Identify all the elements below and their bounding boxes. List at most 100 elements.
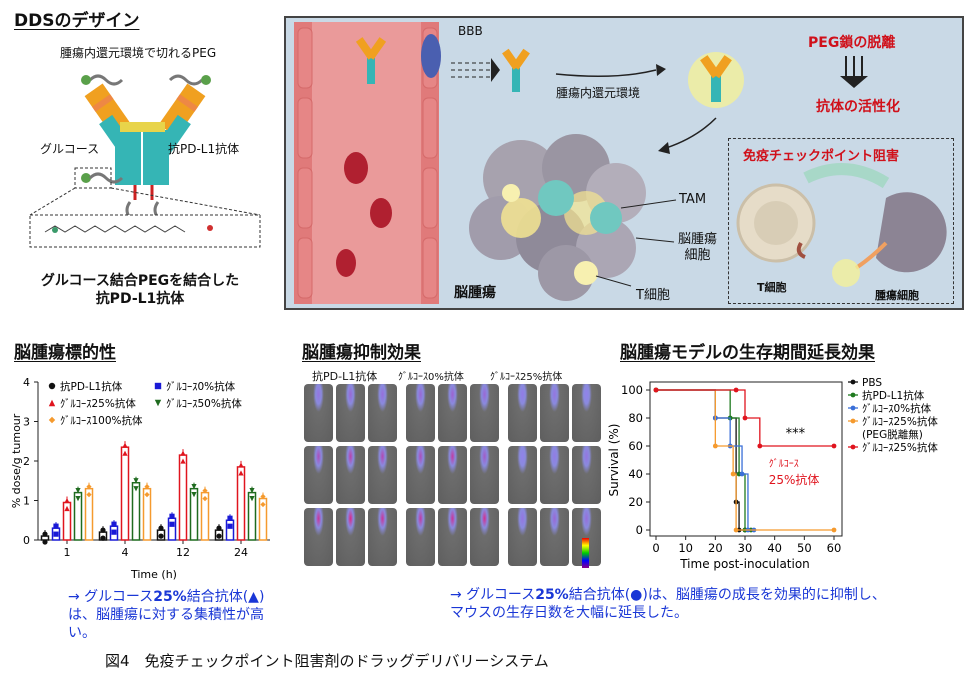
y-tick-label: 1 — [23, 495, 30, 508]
suppression-group-3: ｸﾞﾙｺｰｽ25%抗体 — [490, 372, 563, 383]
mouse-image — [368, 508, 397, 566]
mouse-image — [470, 446, 499, 504]
data-point — [216, 533, 222, 539]
y-tick-label: 20 — [628, 495, 643, 509]
data-point — [216, 525, 222, 531]
inline-series-label: 25%抗体 — [769, 472, 820, 487]
legend-label: PBS — [862, 377, 882, 389]
survival-point — [742, 415, 748, 421]
legend-label: ｸﾞﾙｺｰｽ25%抗体 — [862, 415, 938, 428]
data-point — [64, 497, 70, 504]
activation-label: 抗体の活性化 — [816, 99, 900, 115]
mouse-image — [540, 384, 569, 442]
survival-section-title: 脳腫瘍モデルの生存期間延長効果 — [620, 343, 875, 363]
survival-note-rest: 結合抗体(●)は、脳腫瘍の成長を効果的に抑制し、 — [568, 587, 886, 603]
survival-note-line2: マウスの生存日数を大幅に延長した。 — [450, 605, 688, 621]
mouse-image — [336, 446, 365, 504]
mouse-image — [406, 446, 435, 504]
data-point — [75, 488, 81, 494]
x-tick-label: 4 — [122, 546, 129, 559]
brain-tumor-label: 脳腫瘍 — [454, 285, 496, 301]
survival-point — [757, 443, 763, 449]
legend-marker — [48, 399, 56, 407]
mouse-image — [438, 384, 467, 442]
legend-label: ｸﾞﾙｺｰｽ50%抗体 — [166, 397, 242, 410]
y-tick-label: 60 — [628, 439, 643, 453]
checkpoint-title: 免疫チェックポイント阻害 — [743, 149, 900, 164]
x-tick-label: 24 — [234, 546, 248, 559]
targeting-note: → グルコース25%結合抗体(▲) は、脳腫瘍に対する集積性が高 い。 — [68, 588, 288, 642]
suppression-group-2: ｸﾞﾙｺｰｽ0%抗体 — [398, 372, 464, 383]
bar — [178, 454, 188, 541]
mouse-image — [470, 384, 499, 442]
targeting-note-prefix: → グルコース — [68, 589, 154, 605]
mouse-image — [572, 446, 601, 504]
y-tick-label: 0 — [636, 523, 643, 537]
y-tick-label: 40 — [628, 467, 643, 481]
inline-series-label: ｸﾞﾙｺｰｽ — [769, 458, 799, 470]
mouse-image — [368, 446, 397, 504]
data-point — [158, 533, 164, 539]
mouse-image — [336, 384, 365, 442]
data-point — [238, 462, 244, 468]
data-point — [169, 521, 175, 527]
x-axis-label: Time (h) — [130, 568, 177, 581]
survival-point — [733, 387, 739, 393]
plot-frame — [649, 381, 843, 537]
x-tick-label: 40 — [767, 541, 782, 555]
mouse-imaging-grid — [304, 384, 601, 572]
data-point — [158, 525, 164, 531]
data-point — [227, 515, 233, 521]
survival-note: → グルコース25%結合抗体(●)は、脳腫瘍の成長を効果的に抑制し、 マウスの生… — [450, 586, 970, 622]
data-point — [249, 488, 255, 494]
survival-point — [831, 443, 837, 449]
figure-caption: 図4 免疫チェックポイント阻害剤のドラッグデリバリーシステム — [105, 652, 549, 670]
mouse-image — [540, 508, 569, 566]
legend-marker — [850, 405, 856, 411]
legend-marker — [48, 382, 56, 390]
color-scale-bar — [582, 538, 589, 568]
data-point — [53, 531, 59, 537]
data-point — [111, 529, 117, 535]
mouse-image — [470, 508, 499, 566]
legend-marker — [154, 399, 162, 407]
survival-point — [739, 471, 745, 477]
legend-label: ｸﾞﾙｺｰｽ25%抗体 — [862, 441, 938, 454]
data-point — [180, 450, 186, 456]
x-tick-label: 12 — [176, 546, 190, 559]
legend-marker — [48, 416, 56, 424]
mouse-image — [304, 446, 333, 504]
data-point — [42, 539, 48, 545]
data-point — [133, 478, 139, 484]
mechanism-illustration — [294, 22, 947, 304]
data-point — [75, 496, 81, 502]
survival-point — [712, 443, 718, 449]
x-tick-label: 20 — [708, 541, 723, 555]
mouse-image — [406, 508, 435, 566]
legend-marker — [850, 444, 856, 450]
legend-marker — [154, 382, 162, 390]
data-point — [100, 535, 106, 541]
mouse-image — [540, 446, 569, 504]
data-point — [238, 470, 244, 476]
y-tick-label: 4 — [23, 376, 30, 389]
antibody-label: 抗PD-L1抗体 — [168, 142, 240, 156]
y-tick-label: 80 — [628, 411, 643, 425]
dds-caption-line1: グルコース結合PEGを結合した — [40, 273, 240, 289]
targeting-section-title: 脳腫瘍標的性 — [14, 343, 116, 363]
survival-note-bold: 25% — [535, 587, 569, 603]
x-tick-label: 50 — [797, 541, 812, 555]
x-tick-label: 10 — [678, 541, 693, 555]
data-point — [133, 486, 139, 492]
legend-label: ｸﾞﾙｺｰｽ0%抗体 — [166, 380, 236, 393]
legend-marker — [850, 379, 856, 385]
x-tick-label: 0 — [652, 541, 659, 555]
checkpoint-tcell-label: T細胞 — [757, 281, 787, 294]
mechanism-diagram: BBB 腫瘍内還元環境 PEG鎖の脱離 抗体の活性化 TAM 脳腫瘍 細胞 T細… — [284, 16, 964, 310]
legend-marker — [850, 418, 856, 424]
survival-point — [831, 527, 837, 533]
survival-note-prefix: → グルコース — [450, 587, 536, 603]
data-point — [227, 523, 233, 529]
y-axis-label: % dose/g tumour — [10, 413, 23, 508]
survival-line — [656, 389, 745, 531]
